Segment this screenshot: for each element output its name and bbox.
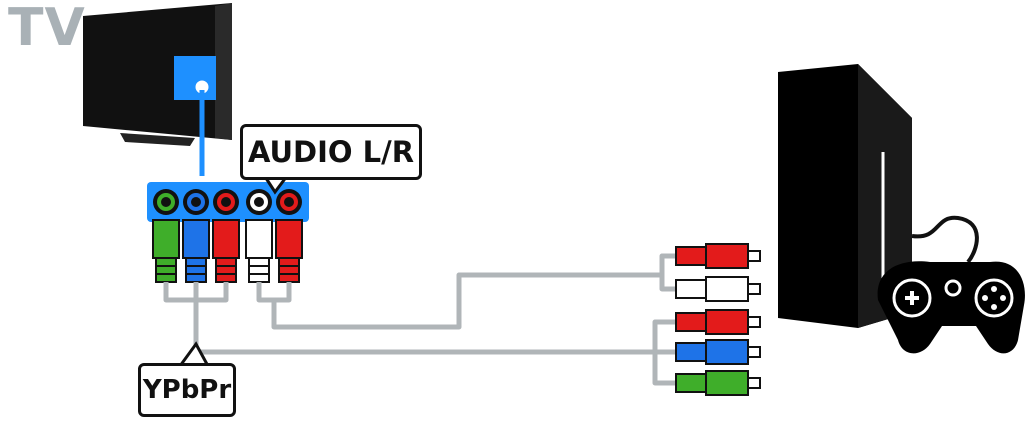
right-plug-blue-video (675, 339, 761, 365)
audio-fan-white (659, 275, 676, 292)
game-console-icon (778, 64, 912, 328)
ypbpr-label: YPbPr (138, 363, 236, 417)
cables (163, 253, 676, 386)
tv-title: TV (8, 0, 86, 58)
audio-lr-label: AUDIO L/R (240, 124, 422, 180)
video-fan-red (652, 319, 676, 352)
video-cable (193, 282, 655, 355)
plug-white (245, 219, 273, 283)
port-white (246, 189, 272, 215)
plug-blue (182, 219, 210, 283)
right-plug-red-audio (675, 243, 761, 269)
plug-green (152, 219, 180, 283)
audio-cable-join (256, 282, 292, 303)
port-red-audio (276, 189, 302, 215)
port-red-video (213, 189, 239, 215)
port-blue (183, 189, 209, 215)
tv-icon (83, 3, 232, 146)
audio-fan-red (659, 253, 676, 275)
tv-port-panel (174, 56, 216, 100)
gamepad-icon (877, 261, 1025, 354)
right-plug-green-video (675, 370, 761, 396)
component-port-panel (147, 182, 309, 222)
port-green (153, 189, 179, 215)
controller-cord (911, 215, 979, 264)
right-plug-red-video (675, 309, 761, 335)
right-plug-white-audio (675, 276, 761, 302)
video-callout-pointer (178, 341, 210, 367)
audio-cable (271, 272, 662, 330)
video-fan-green (652, 352, 676, 386)
plug-red-audio (275, 219, 303, 283)
plug-red-video (212, 219, 240, 283)
